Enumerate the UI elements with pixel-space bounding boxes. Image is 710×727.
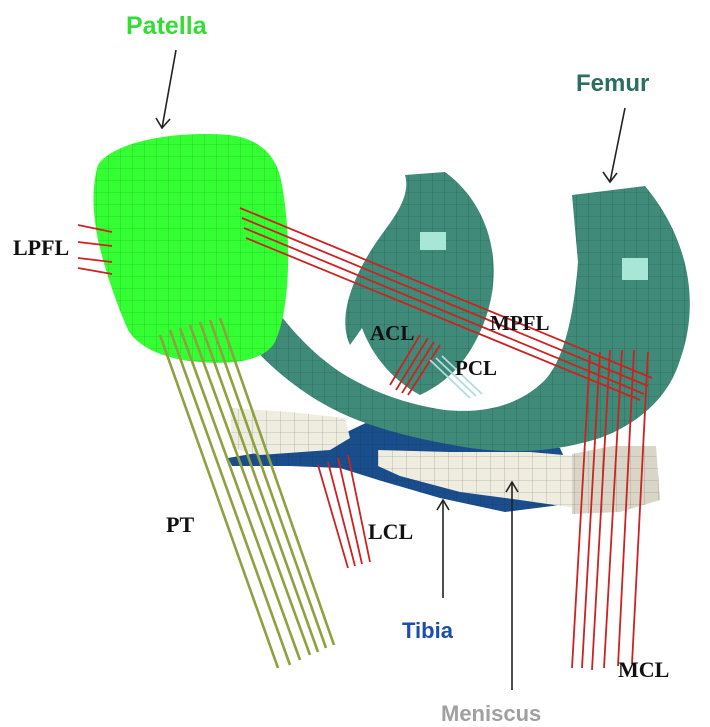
meniscus-label: Meniscus [441,703,541,725]
lcl-label: LCL [368,521,413,543]
patella-label: Patella [126,14,207,39]
femur-arrow [610,108,625,182]
mpfl-label: MPFL [490,313,549,334]
femur-label: Femur [576,72,649,96]
femur [238,172,690,451]
femur-highlight-lateral [420,232,446,250]
tibia-label: Tibia [402,620,453,642]
femur-highlight-medial [622,258,648,280]
mcl-label: MCL [618,659,669,681]
pt-label: PT [166,514,194,536]
patella-arrow [162,50,176,128]
acl-label: ACL [370,323,414,344]
lpfl-label: LPFL [13,237,69,259]
pcl-label: PCL [455,358,497,379]
